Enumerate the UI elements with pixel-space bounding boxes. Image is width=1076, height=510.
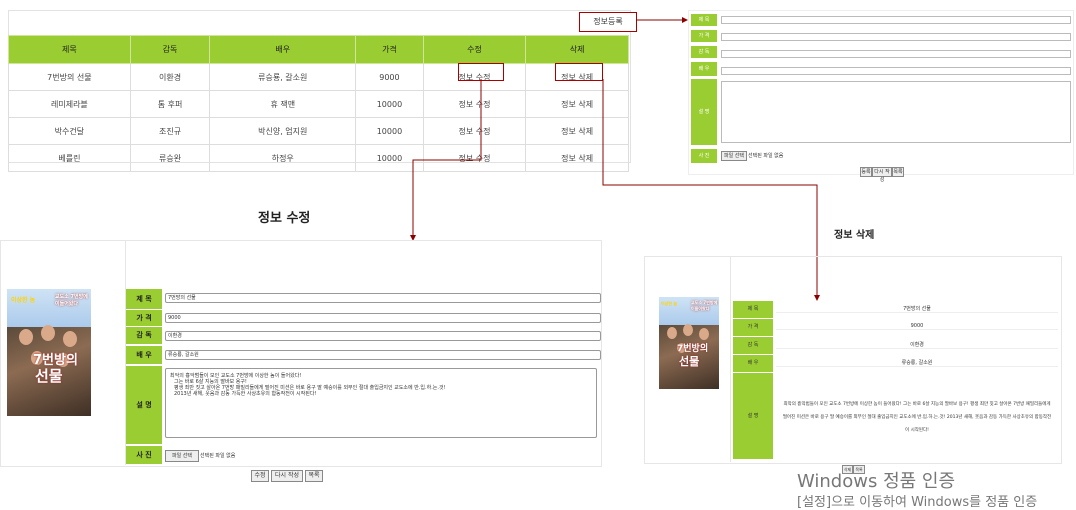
- cell-title: 박수건달: [8, 117, 131, 145]
- register-description-textarea[interactable]: [721, 81, 1071, 143]
- edit-label-description: 설 명: [126, 366, 162, 444]
- register-file-status: 선택된 파일 없음: [748, 153, 784, 159]
- register-label-photo: 사 진: [691, 149, 717, 163]
- delete-value-description: 최악의 흉악범들이 모인 교도소 7번방에 이상한 놈이 들어왔다! 그는 바로…: [776, 398, 1058, 437]
- edit-description-textarea[interactable]: 최악의 흉악범들이 모인 교도소 7번방에 이상한 놈이 들어왔다! 그는 바로…: [165, 368, 597, 438]
- column-header-actors: 배우: [209, 35, 357, 64]
- cell-title: 레미제라블: [8, 90, 131, 118]
- edit-description-line: 2013년 새해, 웃음과 감동 가득한 사상초유의 합동작전이 시작된다!: [174, 391, 317, 397]
- edit-label-title: 제 목: [126, 289, 162, 309]
- register-label-description: 설 명: [691, 79, 717, 145]
- delete-highlight-box: [555, 63, 603, 81]
- edit-form-divider: [125, 240, 126, 465]
- edit-poster-sub: 이상한 놈: [11, 297, 36, 304]
- edit-file-status: 선택된 파일 없음: [200, 453, 236, 459]
- cell-actors: 류승룡, 갈소원: [209, 63, 357, 91]
- cell-actors: 하정우: [209, 144, 357, 172]
- register-director-input[interactable]: [721, 50, 1071, 58]
- delete-view-divider: [730, 256, 731, 462]
- table-row: 레미제라블 톰 후퍼 휴 잭맨 10000 정보 수정 정보 삭제: [8, 90, 629, 118]
- column-header-price: 가격: [355, 35, 424, 64]
- column-header-director: 감독: [129, 35, 211, 64]
- column-header-title: 제목: [8, 35, 131, 64]
- edit-description-line: 평생 죄만 짓고 살아온 7번방 패밀리들에게 떨어진 미션은 바로 용구 딸 …: [174, 385, 446, 391]
- register-reset-button[interactable]: 다시 작성: [872, 167, 892, 183]
- edit-poster-title1: 7번방의: [33, 353, 78, 368]
- edit-section-heading: 정보 수정: [258, 211, 311, 226]
- delete-label-actors: 배 우: [733, 355, 773, 372]
- delete-poster-title1: 7번방의: [677, 344, 709, 354]
- edit-actors-input[interactable]: 류승룡, 갈소원: [165, 350, 601, 360]
- edit-link[interactable]: 정보 수정: [422, 117, 527, 145]
- delete-poster-tagline: 교도소 7번방에 이들어왔다: [691, 300, 718, 311]
- edit-poster-image: 교도소 7번방에 이들어왔다 이상한 놈 7번방의 선물: [7, 289, 91, 416]
- edit-poster-tagline: 교도소 7번방에 이들어왔다: [55, 294, 88, 307]
- register-button[interactable]: 정보등록: [579, 12, 637, 32]
- windows-activation-hint: [설정]으로 이동하여 Windows를 정품 인증: [797, 495, 1038, 510]
- cell-price: 10000: [355, 117, 424, 145]
- delete-link[interactable]: 정보 삭제: [525, 144, 629, 172]
- delete-poster-title2: 선물: [679, 355, 700, 368]
- register-file-button[interactable]: 파일 선택: [721, 151, 747, 161]
- edit-link[interactable]: 정보 수정: [422, 144, 527, 172]
- register-title-input[interactable]: [721, 16, 1071, 24]
- delete-label-director: 감 독: [733, 337, 773, 354]
- delete-label-description: 설 명: [733, 373, 773, 459]
- delete-label-title: 제 목: [733, 301, 773, 318]
- delete-value-price: 9000: [776, 323, 1058, 330]
- edit-label-actors: 배 우: [126, 346, 162, 364]
- arrow-to-edit: [410, 79, 482, 241]
- movie-list-table: 제목 감독 배우 가격 수정 삭제 7번방의 선물 이환경 류승룡, 갈소원 9…: [8, 35, 629, 172]
- register-label-actors: 배 우: [691, 62, 717, 76]
- delete-view-panel: [644, 256, 1062, 464]
- cell-title: 베를린: [8, 144, 131, 172]
- delete-description-line: 이 시작된다!: [905, 428, 929, 433]
- windows-activation-watermark: Windows 정품 인증: [797, 471, 956, 492]
- edit-poster-title2: 선물: [35, 367, 63, 385]
- delete-value-director: 이환경: [776, 341, 1058, 349]
- delete-label-price: 가 격: [733, 319, 773, 336]
- edit-description-line: 그는 바로 6살 지능의 딸바보 용구!: [174, 379, 247, 385]
- delete-section-heading: 정보 삭제: [834, 230, 875, 241]
- edit-description-line: 최악의 흉악범들이 모인 교도소 7번방에 이상한 놈이 들어왔다!: [170, 373, 302, 379]
- cell-actors: 박신양, 엄지원: [209, 117, 357, 145]
- delete-link[interactable]: 정보 삭제: [525, 63, 629, 91]
- delete-poster-sub: 이상한 놈: [661, 301, 678, 306]
- table-row: 베를린 류승완 하정우 10000 정보 수정 정보 삭제: [8, 144, 629, 172]
- edit-title-input[interactable]: 7번방의 선물: [165, 293, 601, 303]
- edit-file-button[interactable]: 파일 선택: [165, 450, 199, 462]
- delete-value-actors: 류승룡, 갈소원: [776, 359, 1058, 367]
- cell-title: 7번방의 선물: [8, 63, 131, 91]
- arrow-to-delete: [602, 79, 820, 301]
- delete-description-line: 떨어진 미션은 바로 용구 딸 예승이를 외부인 절대 출입금지인 교도소에 반…: [782, 415, 1052, 420]
- edit-list-button[interactable]: 목록: [305, 470, 323, 482]
- delete-link[interactable]: 정보 삭제: [525, 117, 629, 145]
- table-header-row: 제목 감독 배우 가격 수정 삭제: [8, 35, 629, 64]
- edit-submit-button[interactable]: 수정: [251, 470, 269, 482]
- cell-director: 류승완: [129, 144, 211, 172]
- edit-label-director: 감 독: [126, 327, 162, 344]
- register-label-price: 가 격: [691, 30, 717, 42]
- delete-poster-image: 교도소 7번방에 이들어왔다 이상한 놈 7번방의 선물: [659, 297, 719, 389]
- edit-reset-button[interactable]: 다시 작성: [271, 470, 303, 482]
- delete-value-title: 7번방의 선물: [776, 305, 1058, 313]
- edit-form-panel: [0, 240, 602, 467]
- delete-confirm-button[interactable]: 삭제: [842, 465, 853, 474]
- cell-price: 10000: [355, 144, 424, 172]
- table-row: 박수건달 조진규 박신양, 엄지원 10000 정보 수정 정보 삭제: [8, 117, 629, 145]
- register-label-title: 제 목: [691, 14, 717, 26]
- edit-label-price: 가 격: [126, 310, 162, 326]
- register-submit-button[interactable]: 등록: [860, 167, 872, 177]
- register-actors-input[interactable]: [721, 67, 1071, 75]
- register-list-button[interactable]: 목록: [892, 167, 904, 177]
- register-price-input[interactable]: [721, 33, 1071, 41]
- edit-director-input[interactable]: 이환경: [165, 331, 601, 341]
- register-label-director: 감 독: [691, 46, 717, 58]
- edit-label-photo: 사 진: [126, 446, 162, 464]
- delete-list-button[interactable]: 목록: [853, 465, 865, 474]
- edit-price-input[interactable]: 9000: [165, 313, 601, 323]
- delete-description-line: 최악의 흉악범들이 모인 교도소 7번방에 이상한 놈이 들어왔다! 그는 바로…: [783, 402, 1051, 407]
